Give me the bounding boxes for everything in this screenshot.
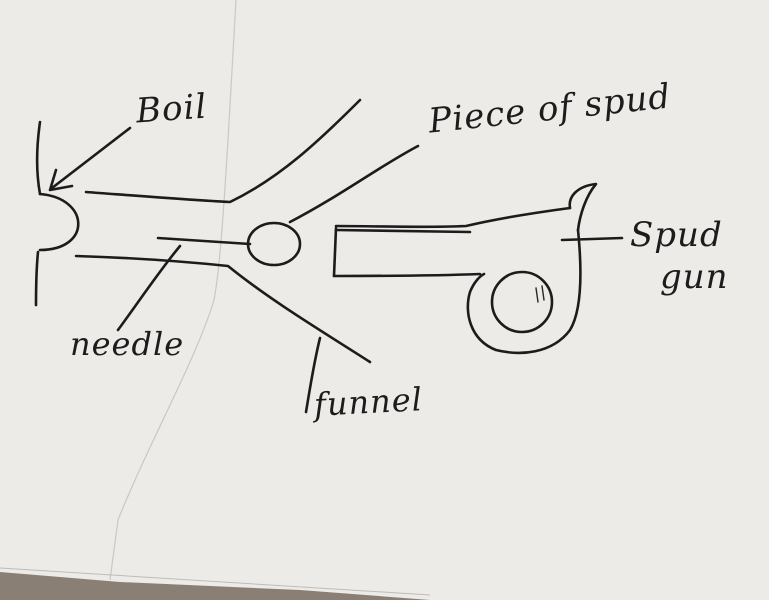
spud-pointer-line xyxy=(288,144,420,224)
boil-pointer-arrowhead xyxy=(48,168,74,192)
needle-line xyxy=(156,236,252,246)
label-spud-gun-line2: gun xyxy=(660,257,729,297)
spud-gun-muzzle xyxy=(332,226,338,278)
spud-gun-pointer-line xyxy=(560,236,624,242)
paper-crease-bottom xyxy=(0,567,431,596)
boil-bump xyxy=(38,192,80,252)
skin-outline-upper xyxy=(35,120,42,196)
paper-crease-vertical xyxy=(109,0,237,581)
spud-gun-barrel-top xyxy=(334,206,572,229)
funnel-lower-line xyxy=(74,254,372,364)
spud-gun-detail-mark xyxy=(535,285,545,303)
spud-piece xyxy=(246,221,302,267)
spud-gun-barrel-bottom xyxy=(332,272,482,278)
label-funnel: funnel xyxy=(313,380,424,424)
spud-gun-hammer xyxy=(568,182,598,232)
label-spud-gun-line1: Spud xyxy=(630,215,723,255)
label-needle: needle xyxy=(70,325,185,363)
spud-gun-trigger-ring xyxy=(490,270,554,334)
boil-pointer-arrow xyxy=(50,126,132,190)
skin-outline-lower xyxy=(34,250,40,307)
needle-pointer-line xyxy=(116,244,182,332)
funnel-pointer-line xyxy=(304,336,322,414)
funnel-upper-line xyxy=(84,98,362,204)
label-boil: Boil xyxy=(134,86,209,132)
spud-gun-barrel-line xyxy=(334,228,472,234)
spud-gun-grip xyxy=(466,228,582,355)
